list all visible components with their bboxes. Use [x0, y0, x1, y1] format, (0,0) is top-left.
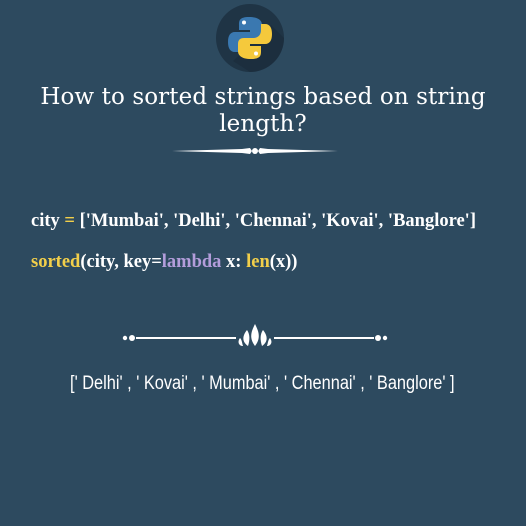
code-list-value: ['Mumbai', 'Delhi', 'Chennai', 'Kovai', … [79, 211, 476, 231]
page-title: How to sorted strings based on string le… [40, 84, 486, 137]
code-assign-op: = [59, 211, 80, 231]
python-logo-icon [216, 4, 284, 72]
code-fn-len: len [246, 252, 270, 272]
code-args-mid: x: [221, 252, 247, 272]
python-logo [215, 3, 285, 73]
result-divider [122, 324, 388, 346]
code-fn-sorted: sorted [31, 252, 81, 272]
title-divider [172, 148, 338, 154]
result-output: [' Delhi' , ' Kovai' , ' Mumbai' , ' Che… [70, 373, 455, 394]
code-var: city [31, 211, 60, 231]
code-args-close: (x)) [269, 252, 298, 272]
code-line-sorted: sorted(city, key=lambda x: len(x)) [31, 252, 297, 273]
code-kw-lambda: lambda [161, 252, 222, 272]
code-args-open: (city, key= [80, 252, 162, 272]
code-line-city: city = ['Mumbai', 'Delhi', 'Chennai', 'K… [31, 211, 476, 232]
